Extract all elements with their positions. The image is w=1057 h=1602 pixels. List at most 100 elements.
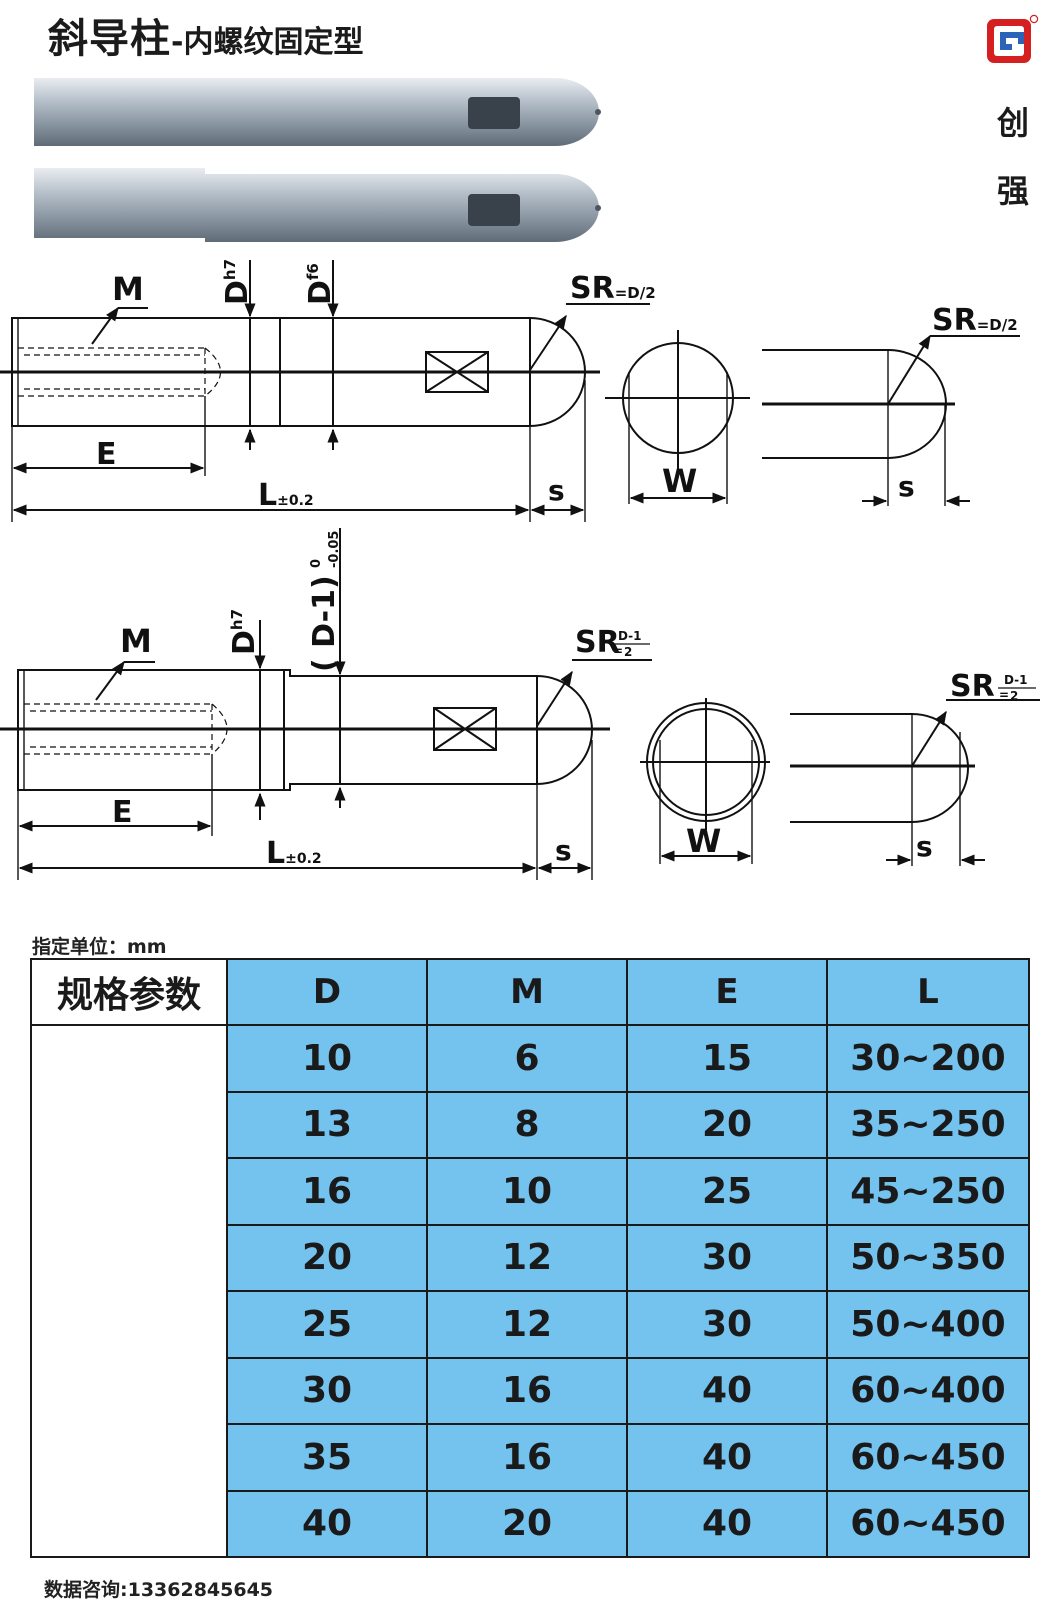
- cell-l: 45~250: [826, 1157, 1030, 1226]
- cell-l: 60~400: [826, 1356, 1030, 1425]
- cell-d: 25: [226, 1290, 428, 1359]
- cell-d: 10: [226, 1024, 428, 1093]
- cell-e: 40: [626, 1356, 828, 1425]
- svg-text:=: =: [613, 644, 623, 658]
- unit-note: 指定单位：mm: [32, 936, 167, 958]
- cell-m: 16: [426, 1423, 628, 1492]
- table-row: 16 10 25 45~250: [31, 1157, 1030, 1226]
- table-row: 40 20 40 60~450: [31, 1489, 1030, 1558]
- cell-e: 15: [626, 1024, 828, 1093]
- d2-w-label: W: [686, 822, 721, 860]
- contact-info: 数据咨询:13362845645: [44, 1579, 274, 1601]
- d2-m-label: M: [120, 622, 152, 660]
- svg-text:SR=D/2: SR=D/2: [932, 303, 1018, 338]
- d2-d-label: D: [227, 630, 262, 655]
- cell-m: 20: [426, 1489, 628, 1558]
- cell-l: 60~450: [826, 1489, 1030, 1558]
- table-corner-label: 规格参数: [30, 958, 228, 1026]
- d2-d1-tol-upper: 0: [309, 559, 324, 568]
- d2-e-label: E: [112, 795, 133, 830]
- d1-side-s-label: s: [898, 470, 915, 503]
- cell-m: 12: [426, 1290, 628, 1359]
- title-sub: -内螺纹固定型: [171, 25, 364, 60]
- pin-photo-1: [34, 78, 601, 146]
- d2-l-tol: ±0.2: [285, 851, 322, 867]
- svg-text:Dh7: Dh7: [220, 259, 255, 305]
- cell-e: 20: [626, 1090, 828, 1159]
- table-row: 30 16 40 60~400: [31, 1356, 1030, 1425]
- cell-l: 30~200: [826, 1024, 1030, 1093]
- brand-char-1: 创: [996, 104, 1029, 142]
- cell-d: 30: [226, 1356, 428, 1425]
- table-row: 20 12 30 50~350: [31, 1223, 1030, 1292]
- cell-l: 50~400: [826, 1290, 1030, 1359]
- table-row: 13 8 20 35~250: [31, 1090, 1030, 1159]
- drawing-1: [0, 260, 1020, 522]
- table-row: 10 6 15 30~200: [30, 1024, 1030, 1558]
- brand-char-2: 强: [996, 172, 1029, 210]
- d2-side-sr-frac-den: 2: [1010, 689, 1018, 703]
- d2-sr-frac-den: 2: [624, 645, 632, 659]
- title-main: 斜导柱: [48, 16, 171, 62]
- table-header-row: 规格参数 D M E L: [30, 958, 1030, 1026]
- d2-sr-label: SR: [575, 625, 620, 660]
- technical-drawings: M Dh7 Df6 SR=D/2 E L±0.2 s W SR=D/2 s: [0, 78, 1040, 880]
- d2-s-label: s: [555, 834, 572, 867]
- svg-text:L±0.2: L±0.2: [266, 836, 322, 871]
- cell-e: 40: [626, 1423, 828, 1492]
- table-row: 35 16 40 60~450: [31, 1423, 1030, 1492]
- pin-photo-2: [34, 168, 601, 242]
- drawing-2: [0, 528, 1040, 880]
- cell-m: 12: [426, 1223, 628, 1292]
- cell-l: 60~450: [826, 1423, 1030, 1492]
- d2-d-sub: h7: [228, 609, 246, 630]
- d1-m-label: M: [112, 270, 144, 308]
- cell-m: 10: [426, 1157, 628, 1226]
- cell-d: 40: [226, 1489, 428, 1558]
- cell-e: 25: [626, 1157, 828, 1226]
- svg-text:( D-1): ( D-1): [307, 575, 342, 672]
- d1-e-label: E: [96, 437, 117, 472]
- d1-d-sub: h7: [221, 259, 239, 280]
- d2-side-sr-frac-num: D-1: [1004, 673, 1028, 687]
- d1-sr-label: SR: [570, 271, 615, 306]
- cell-m: 6: [426, 1024, 628, 1093]
- spec-table: 规格参数 D M E L 10 6 15 30~200 13 8 20 35~2…: [30, 958, 1030, 1558]
- d1-d2-sub: f6: [304, 263, 322, 280]
- cell-m: 16: [426, 1356, 628, 1425]
- blank-side-cell: [30, 1024, 228, 1558]
- d2-l-label: L: [266, 836, 285, 871]
- d1-w-label: W: [662, 462, 697, 500]
- d1-side-sr-label: SR: [932, 303, 977, 338]
- cell-d: 16: [226, 1157, 428, 1226]
- d1-d2-label: D: [303, 280, 338, 305]
- svg-text:Dh7: Dh7: [227, 609, 262, 655]
- header-e: E: [626, 958, 828, 1026]
- cell-d: 35: [226, 1423, 428, 1492]
- svg-text:=: =: [999, 688, 1009, 702]
- brand-logo: [987, 14, 1039, 63]
- cell-e: 30: [626, 1290, 828, 1359]
- d1-d-label: D: [220, 280, 255, 305]
- cell-d: 20: [226, 1223, 428, 1292]
- header-m: M: [426, 958, 628, 1026]
- d2-sr-frac-num: D-1: [618, 629, 642, 643]
- d2-d1-label: ( D-1): [307, 575, 342, 672]
- d2-side-s-label: s: [916, 830, 933, 863]
- d1-l-label: L: [258, 478, 277, 513]
- d1-l-tol: ±0.2: [277, 493, 314, 509]
- table-row: 25 12 30 50~400: [31, 1290, 1030, 1359]
- cell-e: 40: [626, 1489, 828, 1558]
- d1-side-sr-sub: =D/2: [977, 316, 1018, 334]
- header-d: D: [226, 958, 428, 1026]
- svg-text:L±0.2: L±0.2: [258, 478, 314, 513]
- svg-text:SR=D/2: SR=D/2: [570, 271, 656, 306]
- d1-s-label: s: [548, 474, 565, 507]
- cell-l: 50~350: [826, 1223, 1030, 1292]
- cell-d: 13: [226, 1090, 428, 1159]
- cell-m: 8: [426, 1090, 628, 1159]
- svg-text:Df6: Df6: [303, 263, 338, 305]
- d2-side-sr-label: SR: [950, 669, 995, 704]
- header-l: L: [826, 958, 1030, 1026]
- cell-e: 30: [626, 1223, 828, 1292]
